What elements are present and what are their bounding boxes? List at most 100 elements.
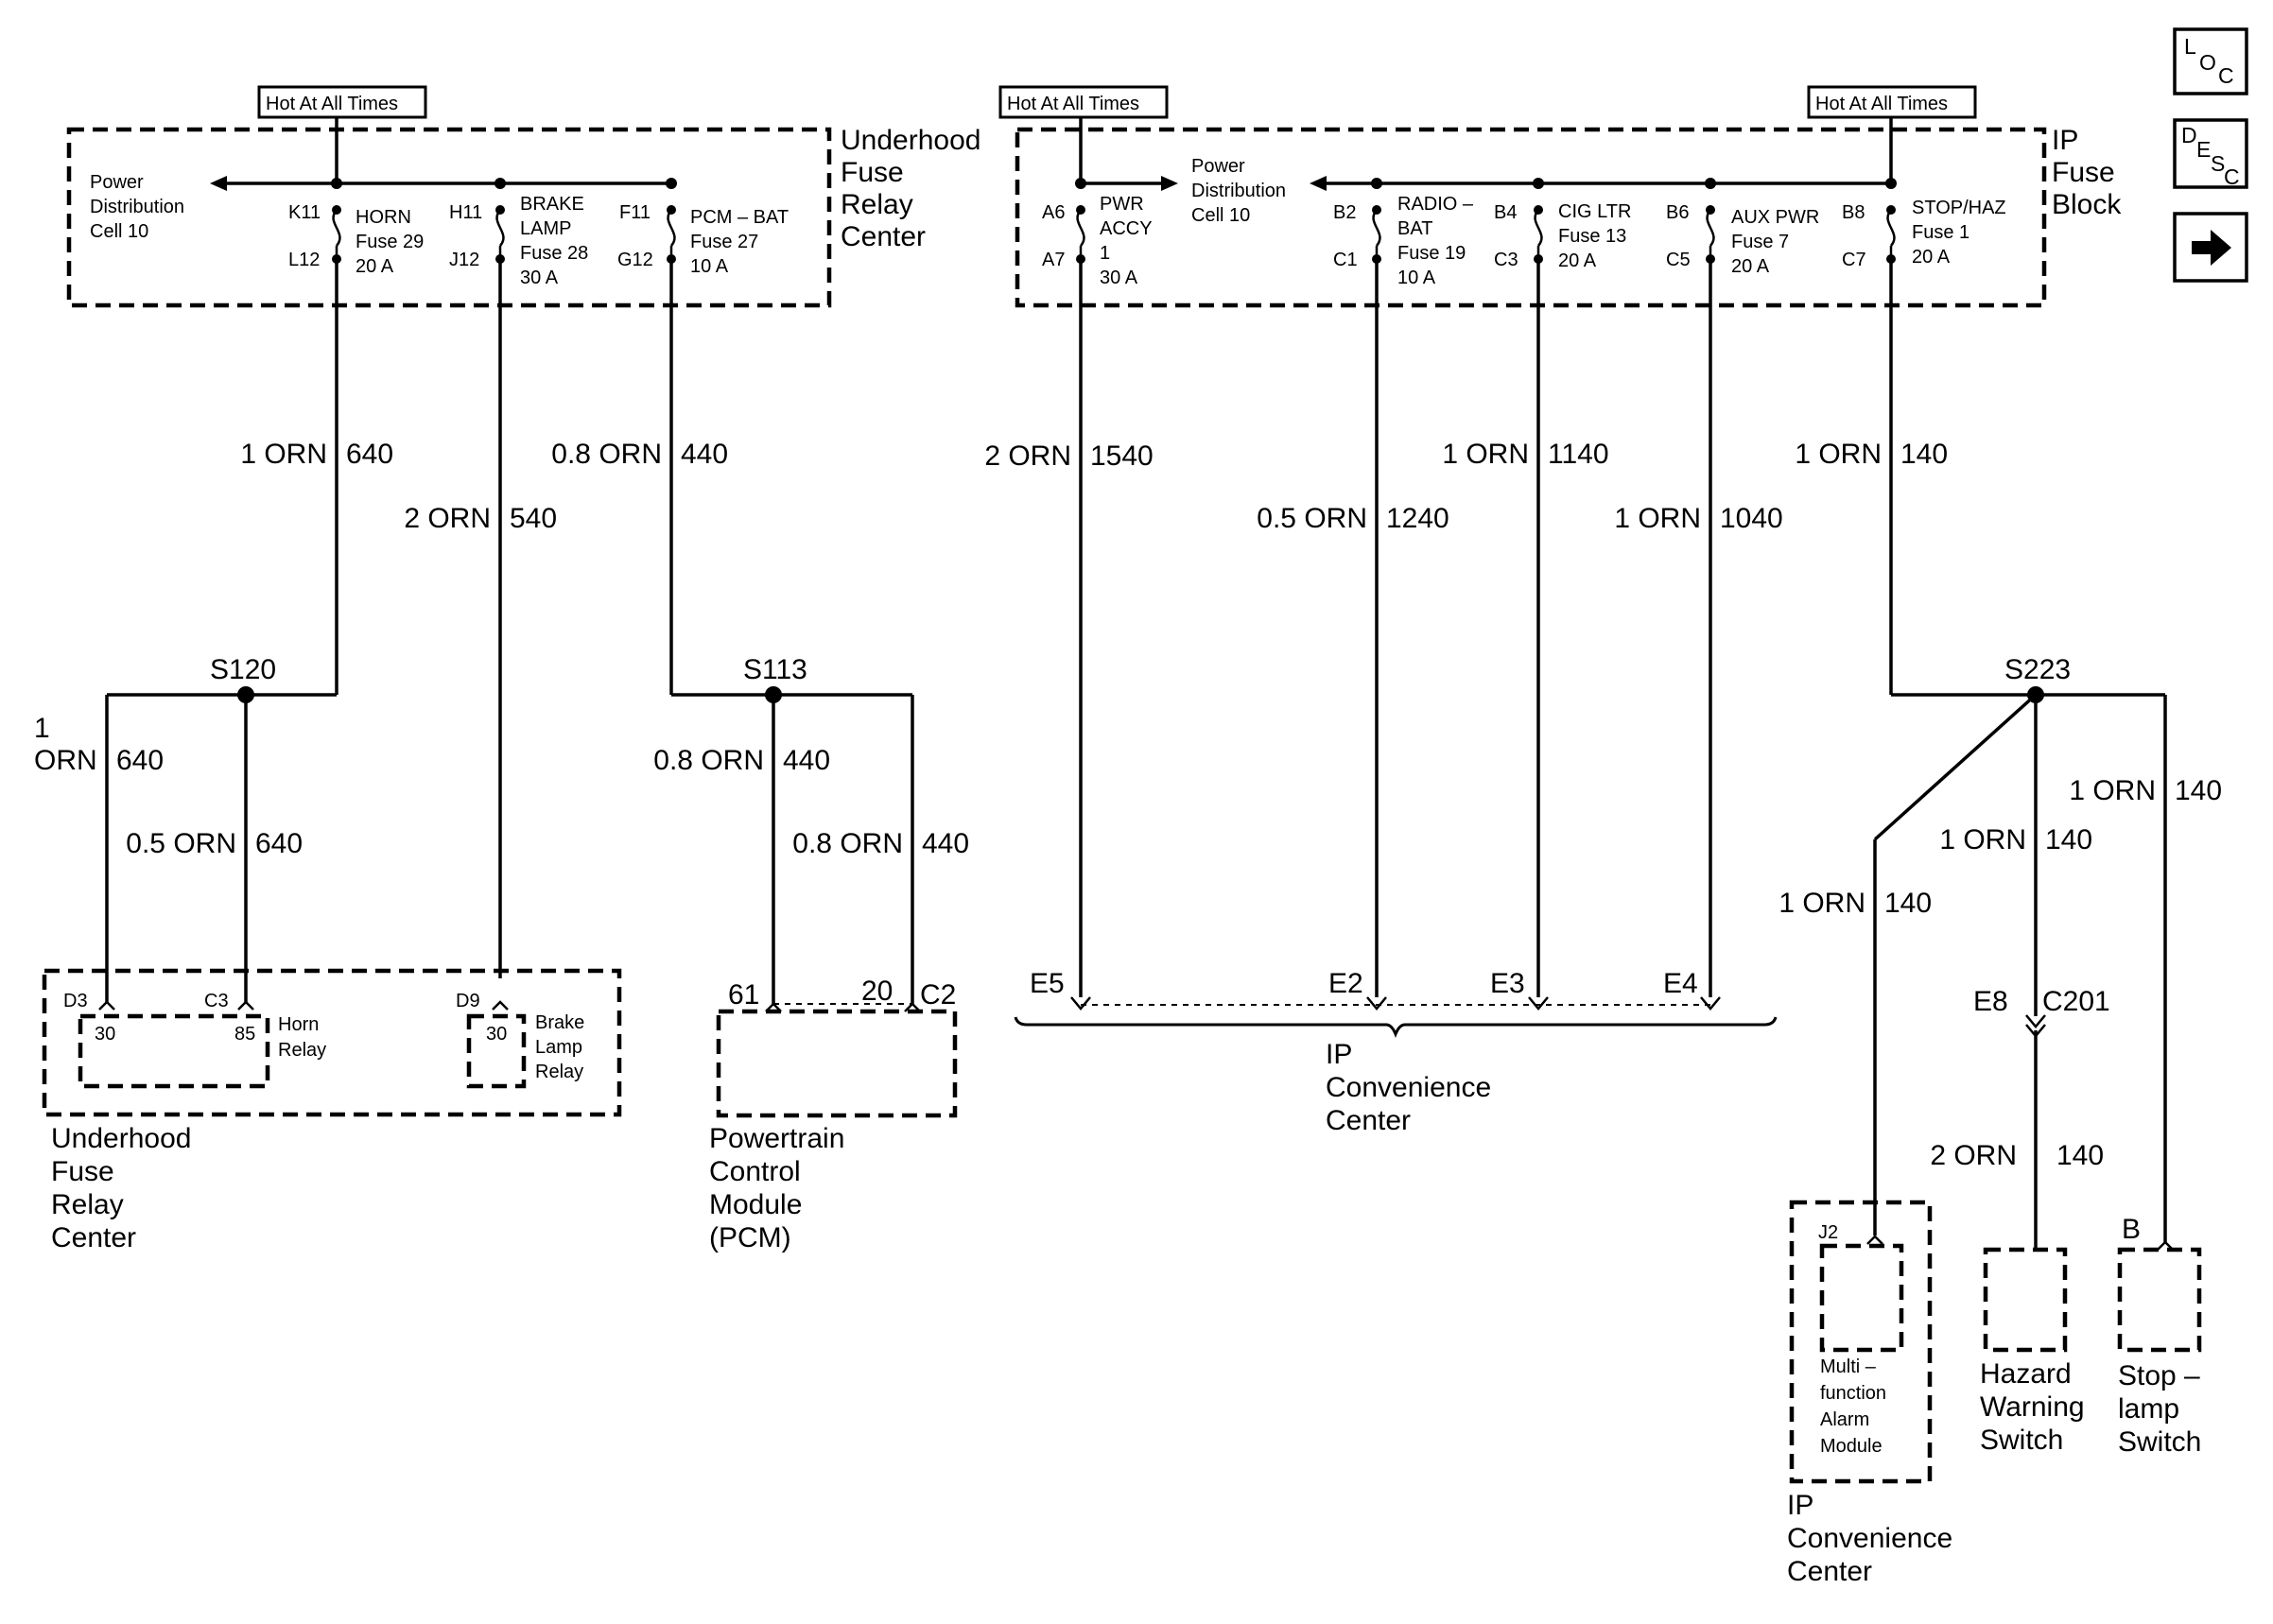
svg-text:1 ORN: 1 ORN [1795, 439, 1882, 470]
wire-label-140-diag: 1 ORN 140 [1778, 888, 1932, 919]
svg-text:Underhood: Underhood [51, 1123, 191, 1154]
svg-text:30 A: 30 A [520, 268, 559, 288]
svg-text:30 A: 30 A [1100, 268, 1138, 288]
svg-text:G12: G12 [617, 250, 653, 270]
svg-text:Relay: Relay [535, 1062, 583, 1082]
svg-text:ACCY: ACCY [1100, 218, 1153, 239]
svg-text:Module: Module [709, 1189, 802, 1220]
ipcc-caption: IP Convenience Center [1326, 1039, 1491, 1136]
wire-label-140-top: 1 ORN 140 [1795, 439, 1948, 470]
arrow-left-icon [1310, 176, 1327, 191]
svg-text:Powertrain: Powertrain [709, 1123, 844, 1154]
svg-text:20: 20 [861, 976, 893, 1007]
svg-text:Multi –: Multi – [1820, 1356, 1877, 1377]
svg-text:Alarm: Alarm [1820, 1409, 1869, 1430]
svg-text:PWR: PWR [1100, 194, 1144, 215]
desc-button[interactable]: D E S C [2173, 118, 2248, 189]
svg-text:J2: J2 [1818, 1222, 1838, 1243]
svg-text:lamp: lamp [2118, 1393, 2179, 1425]
svg-text:Fuse: Fuse [51, 1156, 114, 1187]
ipcc-pins: E5 E2 E3 E4 [1030, 968, 1721, 1011]
svg-text:HORN: HORN [356, 207, 411, 228]
svg-text:1 ORN: 1 ORN [1778, 888, 1865, 919]
svg-text:L12: L12 [288, 250, 320, 270]
power-distribution-label-right: Power Distribution Cell 10 [1191, 156, 1286, 226]
stoplamp-caption: Stop – lamp Switch [2118, 1360, 2201, 1458]
svg-text:STOP/HAZ: STOP/HAZ [1912, 198, 2006, 218]
svg-text:Fuse: Fuse [841, 157, 904, 188]
loc-button[interactable]: L O C [2173, 27, 2248, 95]
svg-text:Hot At All Times: Hot At All Times [1007, 94, 1139, 114]
wire-label-1140: 1 ORN 1140 [1442, 439, 1608, 470]
svg-text:0.5 ORN: 0.5 ORN [1257, 503, 1367, 534]
svg-text:Center: Center [1787, 1556, 1872, 1587]
svg-text:Fuse 1: Fuse 1 [1912, 222, 1969, 243]
svg-text:B4: B4 [1494, 202, 1517, 223]
svg-text:1540: 1540 [1090, 441, 1154, 472]
svg-text:A6: A6 [1042, 202, 1065, 223]
svg-text:K11: K11 [288, 202, 321, 223]
svg-text:IP: IP [2052, 125, 2078, 156]
svg-text:30: 30 [486, 1024, 507, 1045]
svg-text:O: O [2199, 50, 2216, 75]
svg-text:IP: IP [1787, 1490, 1813, 1521]
stoplamp-pin: B [2122, 1214, 2174, 1251]
svg-text:Center: Center [51, 1222, 136, 1253]
wire-label-1540: 2 ORN 1540 [984, 441, 1153, 472]
splice-s120: S120 [210, 654, 276, 685]
horn-relay-pins: D3 C3 30 85 Horn Relay [63, 991, 326, 1061]
hot-label-ip-left: Hot At All Times [998, 85, 1169, 119]
svg-text:Cell 10: Cell 10 [1191, 205, 1250, 226]
svg-text:C3: C3 [204, 991, 229, 1011]
svg-text:Fuse 27: Fuse 27 [690, 232, 758, 252]
svg-text:540: 540 [510, 503, 557, 534]
svg-text:2 ORN: 2 ORN [984, 441, 1071, 472]
svg-text:F11: F11 [619, 202, 651, 223]
svg-text:1: 1 [1100, 243, 1110, 264]
svg-text:D: D [2181, 123, 2197, 147]
svg-text:440: 440 [681, 439, 728, 470]
next-arrow-icon [2192, 230, 2231, 266]
svg-text:Lamp: Lamp [535, 1037, 582, 1058]
svg-text:LAMP: LAMP [520, 218, 571, 239]
svg-text:C5: C5 [1666, 250, 1691, 270]
svg-text:30: 30 [95, 1024, 115, 1045]
svg-text:D9: D9 [456, 991, 480, 1011]
arrow-left-icon [210, 176, 227, 191]
fuse-aux-pwr: B6 C5 AUX PWR Fuse 7 20 A [1666, 178, 1819, 277]
connector-c201: E8 C201 [1973, 986, 2110, 1038]
svg-text:S: S [2211, 151, 2225, 176]
svg-text:C2: C2 [920, 979, 956, 1011]
svg-text:440: 440 [922, 828, 969, 859]
svg-text:C: C [2218, 63, 2234, 88]
svg-text:J12: J12 [449, 250, 479, 270]
svg-text:Power: Power [90, 172, 144, 193]
ip-fuse-block-box [1015, 127, 2047, 308]
power-distribution-label-left: Power Distribution Cell 10 [90, 172, 184, 242]
svg-text:61: 61 [728, 979, 759, 1011]
svg-text:Brake: Brake [535, 1012, 584, 1033]
svg-text:H11: H11 [449, 202, 482, 223]
svg-text:0.8 ORN: 0.8 ORN [551, 439, 662, 470]
svg-text:ORN: ORN [34, 745, 97, 776]
svg-text:Switch: Switch [1980, 1425, 2063, 1456]
svg-text:E4: E4 [1663, 968, 1698, 999]
svg-text:B2: B2 [1333, 202, 1356, 223]
svg-text:Fuse: Fuse [2052, 157, 2115, 188]
wire-label-640-top: 1 ORN 640 [240, 439, 393, 470]
svg-text:10 A: 10 A [690, 256, 729, 277]
svg-text:640: 640 [255, 828, 303, 859]
svg-text:D3: D3 [63, 991, 88, 1011]
svg-text:1140: 1140 [1548, 439, 1609, 470]
fuse-radio-bat: B2 C1 RADIO – BAT Fuse 19 10 A [1333, 178, 1474, 288]
relay-center-box [42, 968, 622, 1117]
next-button[interactable] [2173, 212, 2248, 283]
svg-text:Relay: Relay [51, 1189, 124, 1220]
svg-text:1240: 1240 [1386, 503, 1449, 534]
svg-text:RADIO –: RADIO – [1397, 194, 1474, 215]
pcm-caption: Powertrain Control Module (PCM) [709, 1123, 844, 1253]
svg-text:C7: C7 [1842, 250, 1866, 270]
wire-label-140-right: 1 ORN 140 [2069, 775, 2222, 806]
svg-text:1 ORN: 1 ORN [2069, 775, 2156, 806]
svg-text:Relay: Relay [841, 189, 913, 220]
